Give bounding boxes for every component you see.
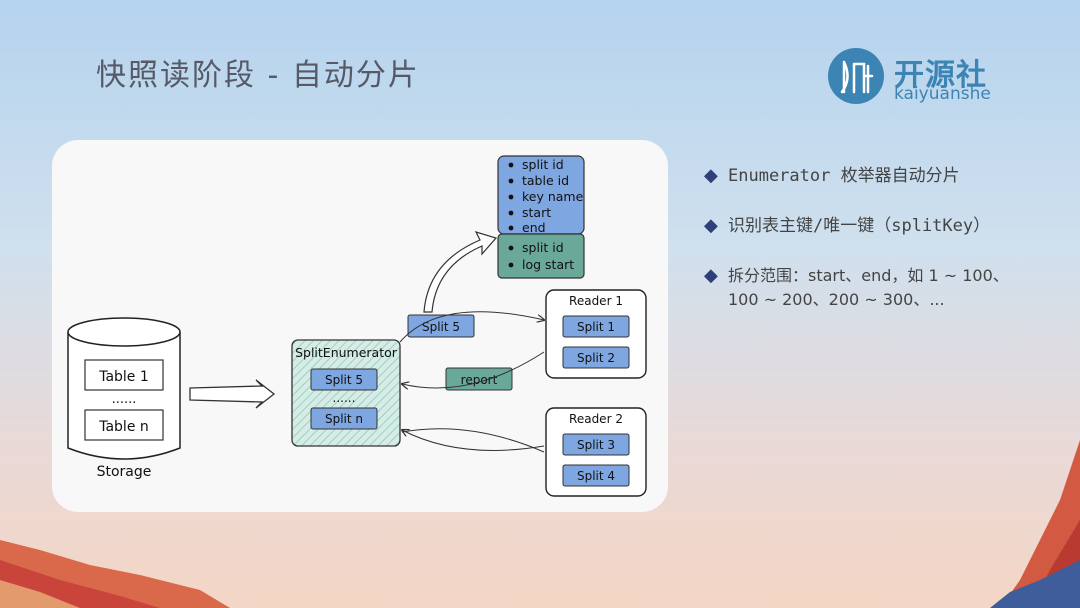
bullet-item: ◆ 拆分范围：start、end，如 1 ~ 100、 100 ~ 200、20… <box>704 264 1074 312</box>
reader-1-split-2 <box>562 346 630 369</box>
table-n-label: Table n <box>98 419 149 435</box>
reader-2-to-enumerator-line <box>402 430 545 451</box>
reader-1-split-2-label: Split 2 <box>577 351 615 365</box>
bullet-list: ◆ Enumerator 枚举器自动分片 ◆ 识别表主键/唯一键（splitKe… <box>704 164 1074 338</box>
storage-to-enumerator-arrow <box>189 379 276 409</box>
enumerator-to-reader-1-line <box>399 311 544 343</box>
storage-label: Storage <box>97 464 152 480</box>
table-n-box <box>84 409 164 441</box>
split-fields-box: split id table id key name start end <box>497 155 585 235</box>
enumerator-to-reader-2-line <box>401 428 545 453</box>
field-end: end <box>522 220 546 235</box>
field-key-name: key name <box>522 189 584 204</box>
reader-2-title: Reader 2 <box>569 412 623 426</box>
bullet-text: 识别表主键/唯一键（splitKey） <box>728 216 991 236</box>
field-start: start <box>522 205 551 220</box>
enumerator-title: SplitEnumerator <box>295 345 398 360</box>
enumerator-split-5 <box>310 368 378 391</box>
split-5-transit-label: Split 5 <box>422 320 460 334</box>
enumerator-split-n-label: Split n <box>325 412 363 426</box>
bullet-item: ◆ 识别表主键/唯一键（splitKey） <box>704 214 1074 238</box>
logo-text-cn: 开源社 <box>894 58 987 93</box>
page-title: 快照读阶段 - 自动分片 <box>96 58 420 93</box>
reader-1-title: Reader 1 <box>569 294 623 308</box>
enumerator-split-n <box>310 407 378 430</box>
report-box <box>445 367 513 391</box>
storage-cylinder: Table 1 ...... Table n Storage <box>67 317 181 480</box>
table-1-box <box>84 359 164 391</box>
field-table-id: table id <box>522 173 569 188</box>
reader-1-split-1-label: Split 1 <box>577 320 615 334</box>
reader-1-report-line <box>402 351 545 388</box>
reader-2-split-4 <box>562 464 630 487</box>
bullet-text: Enumerator 枚举器自动分片 <box>728 166 960 186</box>
reader-2-split-3-label: Split 3 <box>577 438 615 452</box>
enumerator-ellipsis: ...... <box>333 391 356 405</box>
reader-2-split-3 <box>562 433 630 456</box>
field-split-id: split id <box>522 157 564 172</box>
table-ellipsis: ...... <box>112 392 137 407</box>
split-5-transit-box <box>407 314 475 338</box>
logo-text-en: kaiyuanshe <box>894 84 991 104</box>
reader-1-split-1 <box>562 315 630 338</box>
bullet-item: ◆ Enumerator 枚举器自动分片 <box>704 164 1074 188</box>
reader-2-split-4-label: Split 4 <box>577 469 615 483</box>
diamond-bullet-icon: ◆ <box>704 165 718 186</box>
split-detail-arrow <box>423 231 498 313</box>
table-1-label: Table 1 <box>98 369 149 385</box>
kaiyuanshe-logo: 开源社 kaiyuanshe <box>828 48 998 108</box>
reader-2: Reader 2 Split 3 Split 4 <box>545 407 647 497</box>
logo-emblem-icon <box>828 48 884 104</box>
field-log-start: log start <box>522 257 574 272</box>
split-enumerator: SplitEnumerator Split 5 ...... Split n <box>291 339 401 447</box>
reader-1: Reader 1 Split 1 Split 2 <box>545 289 647 379</box>
diamond-bullet-icon: ◆ <box>704 265 718 286</box>
bullet-text-line-2: 100 ~ 200、200 ~ 300、... <box>728 290 945 309</box>
enumerator-split-5-label: Split 5 <box>325 373 363 387</box>
report-label: report <box>461 373 498 387</box>
split-log-fields-box: split id log start <box>497 233 585 279</box>
bullet-text-line-1: 拆分范围：start、end，如 1 ~ 100、 <box>728 266 1009 285</box>
logo-glyph-icon <box>840 60 874 94</box>
field-split-id-2: split id <box>522 240 564 255</box>
diamond-bullet-icon: ◆ <box>704 215 718 236</box>
